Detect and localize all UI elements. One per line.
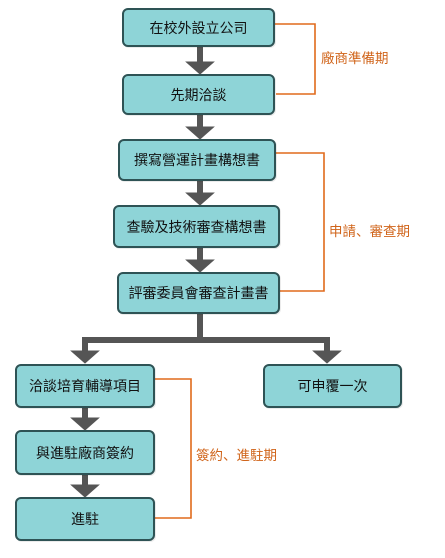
- bracket-apply-review: [274, 152, 325, 292]
- node-establish-company: 在校外設立公司: [122, 8, 275, 47]
- node-technical-review: 查驗及技術審查構想書: [113, 205, 280, 248]
- bracket-sign-enter: [153, 378, 192, 519]
- stage-label-apply-review: 申請、審查期: [329, 224, 410, 240]
- node-committee-review: 評審委員會審查計畫書: [117, 272, 280, 314]
- node-sign-contract: 與進駐廠商簽約: [15, 430, 155, 475]
- node-reapply-once: 可申覆一次: [263, 364, 402, 408]
- node-write-business-plan: 撰寫營運計畫構想書: [118, 139, 276, 181]
- node-early-negotiation: 先期洽談: [122, 74, 275, 115]
- bracket-prep: [274, 23, 316, 95]
- stage-label-sign-enter: 簽約、進駐期: [196, 448, 277, 464]
- node-counsel-items: 洽談培育輔導項目: [15, 364, 155, 408]
- node-enter-incubator: 進駐: [15, 497, 155, 541]
- stage-label-preparation: 廠商準備期: [321, 51, 389, 67]
